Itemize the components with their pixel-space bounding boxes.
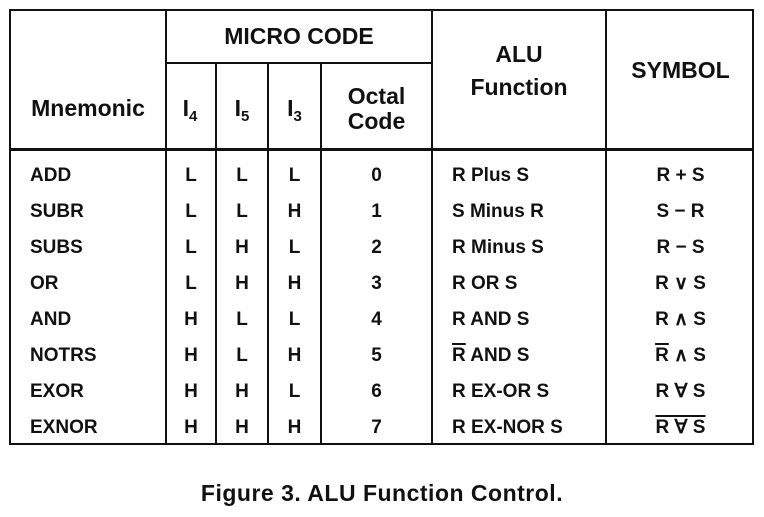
header-micro-code: MICRO CODE: [224, 23, 374, 49]
header-divider: [9, 148, 754, 151]
cell-mnemonic: ADD: [30, 165, 72, 186]
header-octal-line2: Code: [347, 108, 406, 135]
cell-mnemonic: SUBS: [30, 237, 83, 258]
symbol-pre: R ∀ S: [655, 381, 706, 402]
cell-octal: 3: [371, 273, 382, 294]
cell-i4: L: [236, 345, 248, 366]
cell-i5: H: [184, 309, 198, 330]
cell-i5: L: [185, 165, 197, 186]
cell-i4: L: [236, 165, 248, 186]
cell-symbol: R ∧ S: [607, 346, 754, 365]
symbol-pre: R − S: [656, 237, 705, 258]
cell-i4: L: [236, 309, 248, 330]
cell-i5: H: [184, 381, 198, 402]
col-divider-mnemonic: [165, 9, 167, 445]
cell-i3: H: [287, 273, 302, 294]
cell-mnemonic: NOTRS: [30, 345, 97, 366]
table-frame: [9, 9, 754, 445]
function-post: R OR S: [452, 273, 518, 294]
cell-i5: L: [185, 273, 197, 294]
cell-i3: L: [288, 237, 301, 258]
function-post: R Minus S: [452, 237, 544, 258]
cell-i3: L: [288, 165, 301, 186]
cell-mnemonic: EXOR: [30, 381, 84, 402]
cell-i4: L: [236, 201, 248, 222]
cell-i3: L: [288, 309, 301, 330]
cell-octal: 6: [371, 381, 382, 402]
symbol-pre: R ∧ S: [655, 309, 706, 330]
cell-symbol: S − R: [607, 202, 754, 221]
cell-i4: H: [235, 381, 249, 402]
cell-i3: H: [287, 417, 302, 438]
cell-i5: L: [185, 237, 197, 258]
cell-alu-function: R AND S: [452, 310, 602, 329]
cell-i5: H: [184, 417, 198, 438]
symbol-ov: R: [655, 345, 669, 366]
header-i5: I5: [234, 95, 250, 125]
cell-i3: L: [288, 381, 301, 402]
header-mnemonic: Mnemonic: [31, 95, 145, 121]
function-ov: R: [452, 345, 466, 366]
col-divider-i4: [267, 63, 269, 445]
cell-mnemonic: SUBR: [30, 201, 84, 222]
symbol-pre: S − R: [656, 201, 705, 222]
cell-mnemonic: EXNOR: [30, 417, 98, 438]
header-alu-line1: ALU: [495, 41, 543, 67]
col-divider-i3: [320, 63, 322, 445]
header-symbol: SYMBOL: [631, 57, 730, 83]
cell-octal: 0: [371, 165, 382, 186]
cell-symbol: R ∨ S: [607, 274, 754, 293]
cell-alu-function: R Minus S: [452, 238, 602, 257]
figure-caption: Figure 3. ALU Function Control.: [200, 480, 564, 506]
cell-i3: H: [287, 201, 302, 222]
cell-alu-function: R OR S: [452, 274, 602, 293]
cell-i5: H: [184, 345, 198, 366]
header-octal-line1: Octal: [347, 83, 406, 109]
header-i4: I4: [182, 95, 198, 125]
cell-octal: 1: [371, 201, 382, 222]
cell-alu-function: R Plus S: [452, 166, 602, 185]
cell-alu-function: R EX-NOR S: [452, 418, 602, 437]
symbol-pre: R + S: [656, 165, 705, 186]
cell-mnemonic: OR: [30, 273, 59, 294]
function-post: AND S: [465, 345, 530, 366]
col-divider-i5: [215, 63, 217, 445]
cell-i4: H: [235, 273, 249, 294]
cell-mnemonic: AND: [30, 309, 72, 330]
symbol-post: ∧ S: [668, 345, 706, 366]
symbol-pre: R ∨ S: [655, 273, 706, 294]
header-i3: I3: [287, 95, 302, 125]
cell-i4: H: [235, 417, 249, 438]
cell-symbol: R + S: [607, 166, 754, 185]
function-post: R AND S: [452, 309, 530, 330]
header-alu-line2: Function: [470, 74, 568, 101]
cell-octal: 2: [371, 237, 382, 258]
micro-code-divider: [165, 62, 431, 64]
cell-symbol: R ∧ S: [607, 310, 754, 329]
col-divider-alu: [605, 9, 607, 445]
symbol-ov: R ∀ S: [655, 417, 706, 438]
cell-symbol: R ∀ S: [607, 418, 754, 437]
cell-octal: 7: [371, 417, 382, 438]
cell-i5: L: [185, 201, 197, 222]
function-post: R EX-NOR S: [452, 417, 563, 438]
cell-symbol: R ∀ S: [607, 382, 754, 401]
cell-octal: 4: [371, 309, 382, 330]
cell-symbol: R − S: [607, 238, 754, 257]
cell-alu-function: S Minus R: [452, 202, 602, 221]
function-post: R Plus S: [452, 165, 530, 186]
cell-alu-function: R AND S: [452, 346, 602, 365]
cell-i4: H: [235, 237, 249, 258]
header-octal-code: Octal Code: [322, 83, 431, 135]
cell-alu-function: R EX-OR S: [452, 382, 602, 401]
cell-octal: 5: [371, 345, 382, 366]
cell-i3: H: [287, 345, 302, 366]
function-post: S Minus R: [452, 201, 544, 222]
col-divider-octal: [431, 9, 433, 445]
header-alu-function: ALU Function: [433, 41, 605, 101]
function-post: R EX-OR S: [452, 381, 550, 402]
